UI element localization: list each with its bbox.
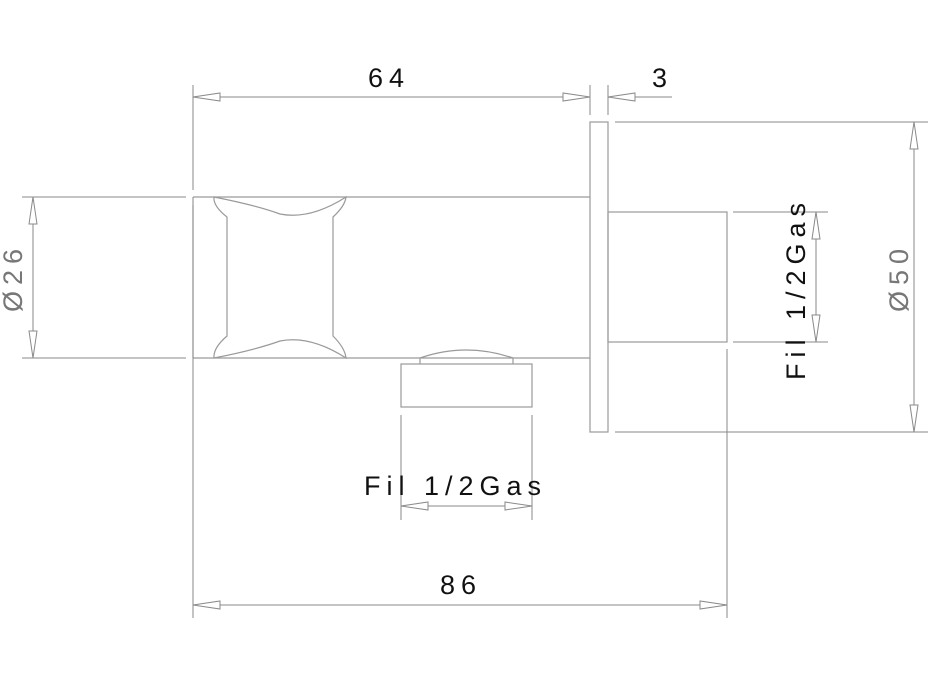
dimension-label: Ø50 (884, 243, 914, 312)
wall-plate (589, 121, 609, 433)
dimension-label: 64 (368, 63, 410, 93)
dimension-bottom-thread: Fil 1/2Gas (364, 415, 547, 520)
dimension-label: Fil 1/2Gas (364, 471, 547, 501)
dimension-diameter-26: Ø26 (0, 196, 186, 359)
valve-body (192, 196, 590, 359)
dimension-86: 86 (192, 570, 728, 610)
dimension-3: 3 (607, 63, 673, 115)
dimension-label: Fil 1/2Gas (781, 197, 811, 380)
dimension-64: 64 (192, 63, 591, 618)
dimension-diameter-50: Ø50 (615, 121, 928, 433)
bottom-outlet (400, 349, 533, 408)
dimension-label: 86 (440, 570, 482, 600)
side-connector (607, 211, 728, 343)
dimension-label: Ø26 (0, 243, 28, 312)
handle (213, 195, 347, 360)
dimension-label: 3 (652, 63, 673, 93)
dimension-side-thread: Fil 1/2Gas (726, 197, 828, 618)
